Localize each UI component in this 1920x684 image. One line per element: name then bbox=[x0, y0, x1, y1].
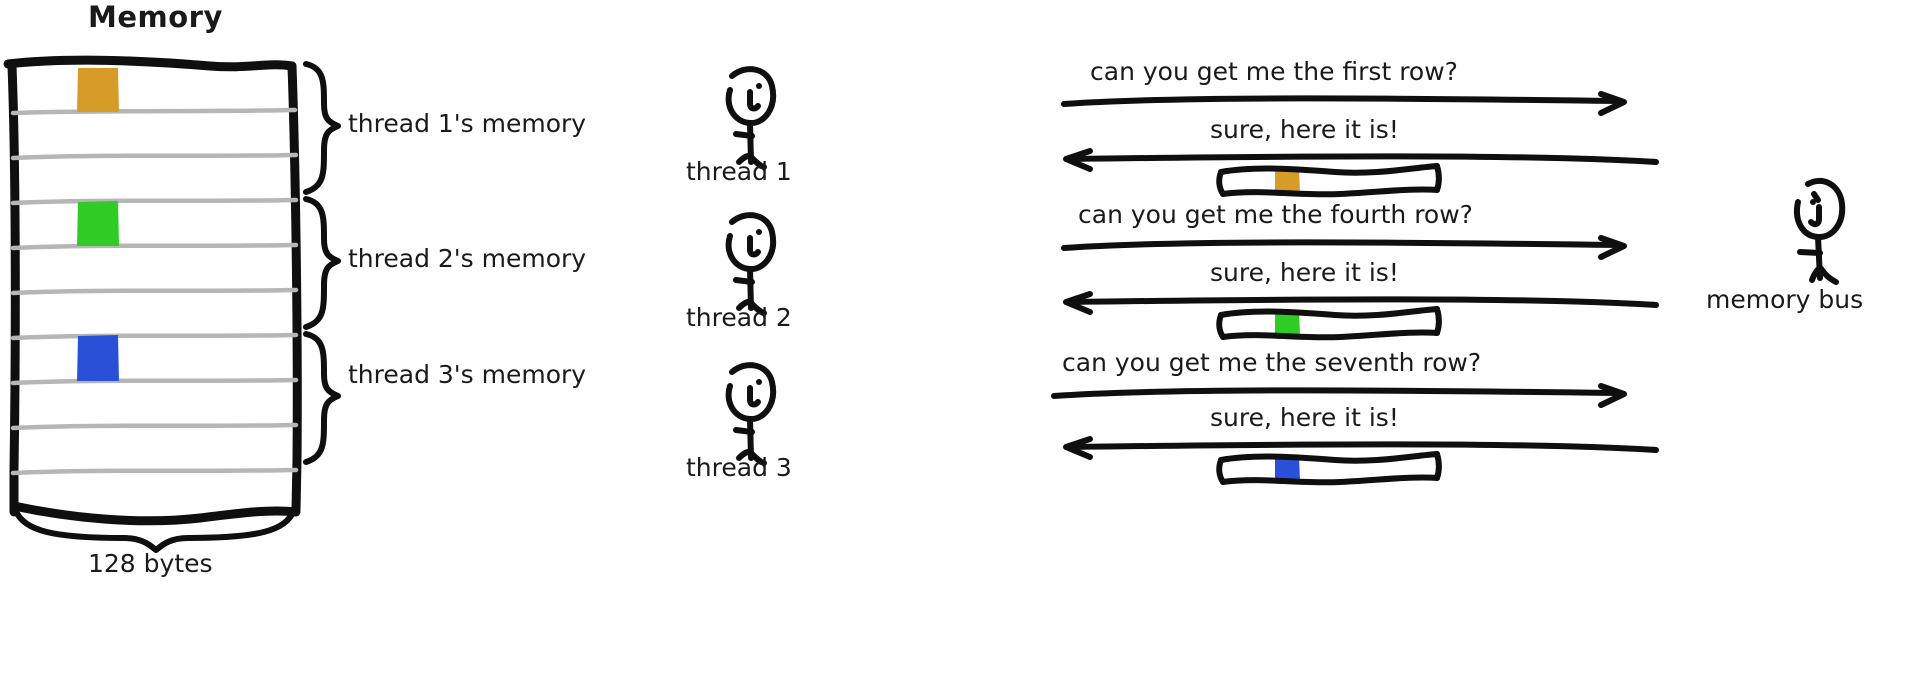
memory-bus-label: memory bus bbox=[1706, 285, 1864, 314]
request-message-2: can you get me the fourth row? bbox=[1078, 200, 1473, 229]
head-outline bbox=[725, 212, 777, 272]
reply-message-2: sure, here it is! bbox=[1210, 258, 1399, 287]
arms-line bbox=[733, 427, 755, 435]
memory-row-divider bbox=[10, 107, 298, 116]
memory-bus-figure bbox=[1794, 177, 1846, 285]
memory-left-edge bbox=[7, 61, 20, 517]
request-arrow-2 bbox=[1061, 235, 1627, 260]
head-outline bbox=[725, 362, 777, 422]
memory-bottom-edge bbox=[9, 501, 301, 526]
legs-line bbox=[736, 298, 767, 316]
arms-line bbox=[1797, 249, 1823, 256]
reply-arrow-1 bbox=[1063, 148, 1659, 172]
eyebrow-line bbox=[1811, 191, 1821, 203]
request-message-1: can you get me the first row? bbox=[1090, 57, 1458, 86]
head-outline bbox=[725, 66, 777, 126]
reply-message-3: sure, here it is! bbox=[1210, 403, 1399, 432]
eye-dot bbox=[756, 379, 762, 385]
memory-row-divider bbox=[10, 332, 299, 341]
legs-line bbox=[736, 152, 767, 170]
thread1-figure bbox=[725, 66, 777, 170]
nose-line bbox=[747, 235, 761, 258]
payload-fill bbox=[1275, 169, 1300, 193]
memory-row-divider bbox=[10, 197, 299, 206]
page-title: Memory bbox=[88, 0, 223, 34]
request-arrow-1 bbox=[1061, 91, 1627, 116]
legs-line bbox=[1809, 265, 1839, 285]
thread3-figure bbox=[725, 362, 777, 466]
thread3-memory-label: thread 3's memory bbox=[348, 360, 587, 389]
reply-arrow-2 bbox=[1063, 291, 1659, 315]
memory-row-divider bbox=[10, 377, 299, 386]
memory-block bbox=[3, 55, 302, 526]
eye-dot bbox=[756, 83, 762, 89]
memory-row-divider bbox=[10, 467, 299, 476]
request-arrow-3 bbox=[1051, 383, 1627, 408]
memory-width-label: 128 bytes bbox=[88, 549, 213, 578]
head-outline bbox=[1794, 177, 1846, 240]
payload-row-2 bbox=[1216, 306, 1442, 341]
payload-fill bbox=[1275, 312, 1300, 336]
memory-top-edge bbox=[3, 55, 297, 72]
memory-cell-thread3 bbox=[77, 335, 119, 381]
thread2-figure bbox=[725, 212, 777, 316]
payload-row-3 bbox=[1216, 451, 1442, 486]
memory-cell-thread2 bbox=[77, 201, 119, 246]
memory-row-divider bbox=[10, 287, 299, 296]
payload-fill bbox=[1275, 457, 1300, 481]
nose-line bbox=[1808, 204, 1822, 228]
thread2-memory-brace bbox=[303, 196, 341, 330]
arms-line bbox=[733, 277, 755, 285]
thread1-label: thread 1 bbox=[686, 157, 792, 186]
eye-dot bbox=[756, 229, 762, 235]
legs-line bbox=[736, 448, 767, 466]
thread2-label: thread 2 bbox=[686, 303, 792, 332]
memory-right-edge bbox=[287, 61, 302, 515]
payload-row-1 bbox=[1216, 163, 1442, 198]
thread2-memory-label: thread 2's memory bbox=[348, 244, 587, 273]
reply-arrow-3 bbox=[1063, 436, 1659, 460]
memory-cell-thread1 bbox=[77, 68, 119, 112]
thread3-label: thread 3 bbox=[686, 453, 792, 482]
memory-row-divider bbox=[10, 152, 299, 161]
thread1-memory-brace bbox=[303, 61, 341, 195]
memory-width-brace bbox=[13, 507, 297, 553]
request-message-3: can you get me the seventh row? bbox=[1062, 348, 1482, 377]
reply-message-1: sure, here it is! bbox=[1210, 115, 1399, 144]
thread1-memory-label: thread 1's memory bbox=[348, 109, 587, 138]
arms-line bbox=[733, 131, 755, 139]
nose-line bbox=[747, 89, 761, 112]
nose-line bbox=[747, 385, 761, 408]
memory-row-divider bbox=[10, 422, 299, 431]
thread3-memory-brace bbox=[303, 331, 341, 465]
memory-row-divider bbox=[10, 242, 299, 251]
eye-dot bbox=[1810, 199, 1816, 205]
